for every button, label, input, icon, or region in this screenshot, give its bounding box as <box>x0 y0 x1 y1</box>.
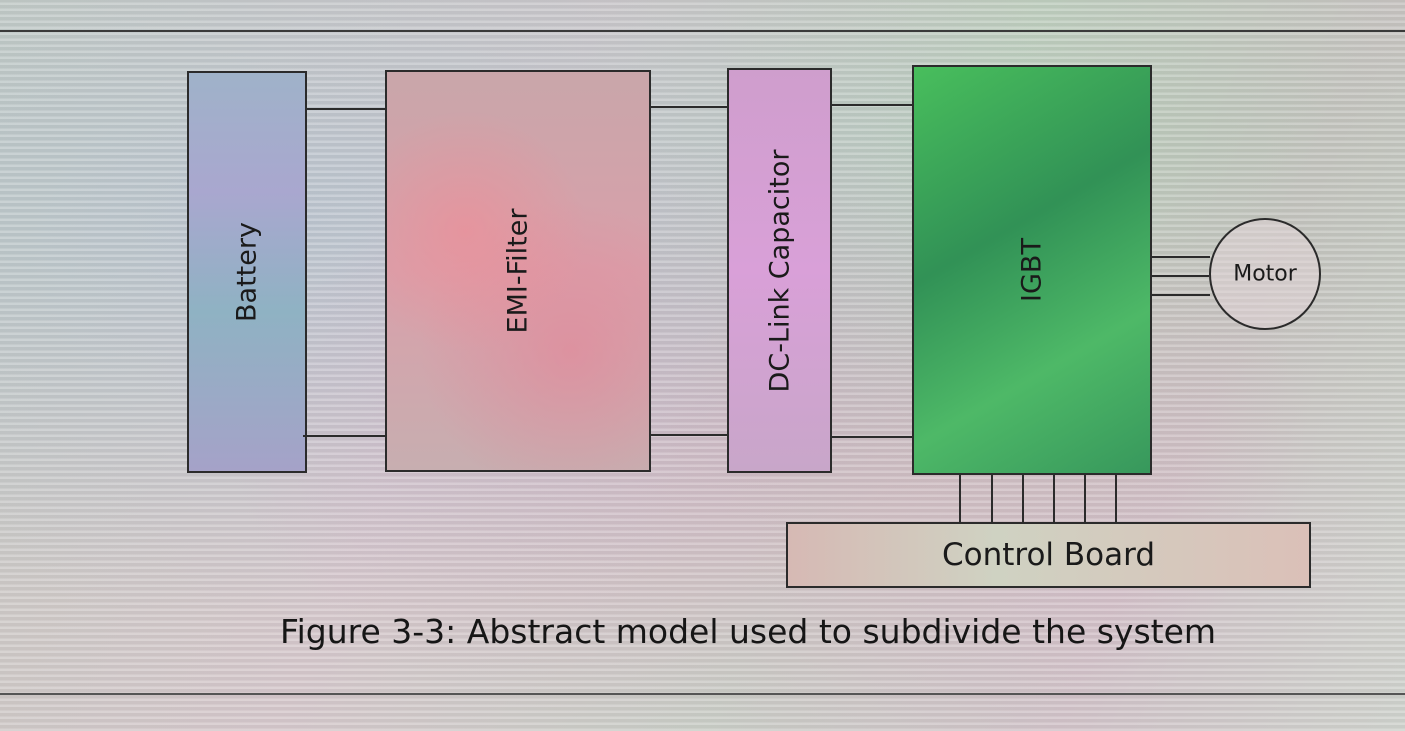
emi-filter-label: EMI-Filter <box>502 208 534 334</box>
bottom-rule <box>0 693 1405 695</box>
control-board-block: Control Board <box>786 522 1311 588</box>
emi-filter-block: EMI-Filter <box>385 70 651 472</box>
motor-label: Motor <box>1233 261 1297 287</box>
dc-link-capacitor-block: DC-Link Capacitor <box>727 68 832 473</box>
wire-igbt-control-2 <box>991 475 993 522</box>
figure-caption: Figure 3-3: Abstract model used to subdi… <box>280 612 1217 651</box>
wire-battery-emi-top <box>307 108 385 110</box>
wire-igbt-control-4 <box>1053 475 1055 522</box>
igbt-label: IGBT <box>1016 238 1048 302</box>
wire-battery-emi-bottom <box>303 435 385 437</box>
wire-igbt-motor-phase-1 <box>1150 256 1210 258</box>
wire-dclink-igbt-top <box>832 104 912 106</box>
igbt-block: IGBT <box>912 65 1152 475</box>
battery-label: Battery <box>231 222 263 322</box>
wire-igbt-control-5 <box>1084 475 1086 522</box>
wire-igbt-control-3 <box>1022 475 1024 522</box>
wire-dclink-igbt-bottom <box>832 436 914 438</box>
dc-link-capacitor-label: DC-Link Capacitor <box>764 149 795 392</box>
battery-block: Battery <box>187 71 307 473</box>
wire-igbt-motor-phase-3 <box>1150 294 1210 296</box>
motor-circle: Motor <box>1209 218 1321 330</box>
wire-emi-dclink-bottom <box>651 434 727 436</box>
wire-igbt-motor-phase-2 <box>1150 275 1209 277</box>
top-rule <box>0 30 1405 32</box>
wire-igbt-control-6 <box>1115 475 1117 522</box>
control-board-label: Control Board <box>941 537 1156 573</box>
wire-emi-dclink-top <box>651 106 727 108</box>
wire-igbt-control-1 <box>959 475 961 522</box>
